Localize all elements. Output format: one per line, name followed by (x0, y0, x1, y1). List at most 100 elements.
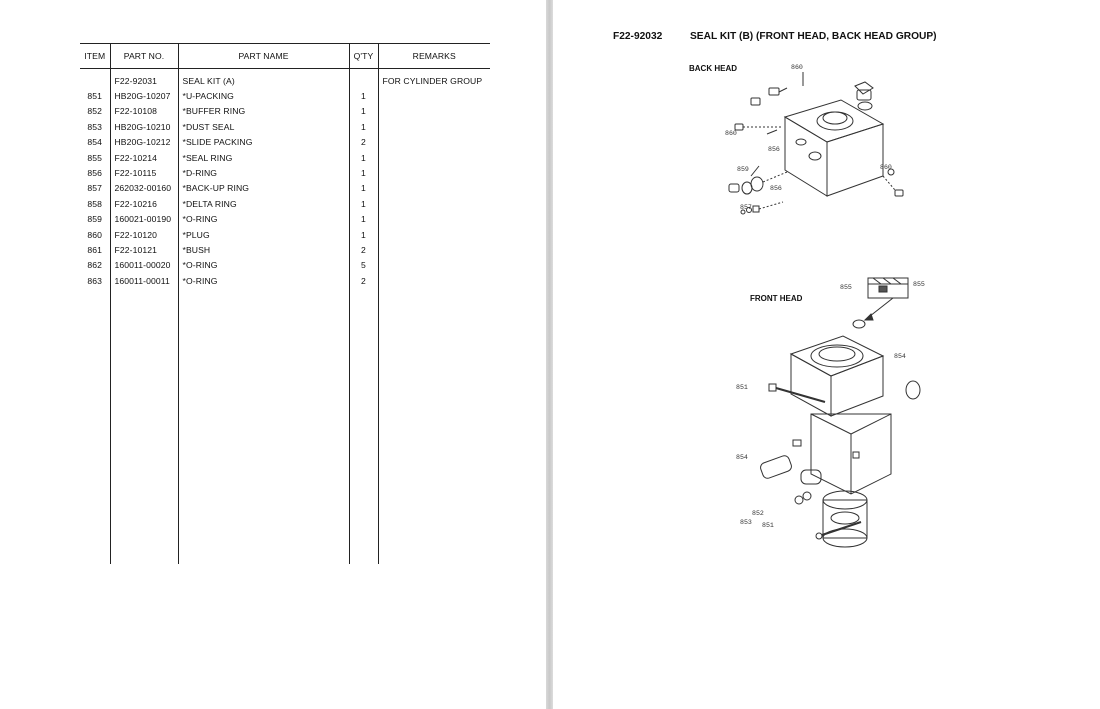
cell-part-no: 160011-00011 (109, 273, 178, 289)
cell-qty: 2 (348, 134, 378, 150)
cell-item: 852 (87, 106, 103, 117)
cell-item: 855 (87, 152, 103, 163)
cell-item: 860 (87, 229, 103, 240)
cell-remarks (377, 103, 490, 120)
callout-855-a: 855 (840, 284, 852, 291)
cell-remarks (377, 242, 490, 258)
cell-part-no: 160021-00190 (109, 211, 178, 227)
header-part-name: PART NAME (177, 43, 349, 69)
parts-table: ITEM PART NO. PART NAME Q'TY REMARKS F22… (80, 43, 490, 565)
cell-part-no: F22-92031 (109, 68, 178, 89)
cell-qty: 1 (348, 180, 378, 197)
cell-qty: 1 (348, 88, 378, 104)
cell-part-name: *BUSH (177, 242, 349, 258)
cell-remarks (377, 149, 490, 166)
cell-qty: 1 (348, 103, 378, 120)
header-remarks: REMARKS (377, 43, 490, 69)
blank-cell (109, 288, 178, 565)
diagram-page: F22-92032 SEAL KIT (B) (FRONT HEAD, BACK… (553, 0, 1100, 709)
cell-remarks (377, 257, 490, 274)
callout-854-a: 854 (894, 353, 906, 360)
header-qty: Q'TY (348, 43, 378, 69)
blank-cell (177, 288, 349, 565)
blank-cell (80, 288, 110, 564)
diagram-title: SEAL KIT (B) (FRONT HEAD, BACK HEAD GROU… (690, 31, 937, 42)
cell-item: 856 (87, 168, 103, 179)
cell-qty: 2 (348, 273, 378, 289)
cell-item (80, 69, 110, 89)
cell-part-no: HB20G-10210 (109, 119, 178, 135)
cell-qty: 1 (348, 226, 378, 243)
blank-cell (377, 288, 490, 565)
callout-856-a: 856 (768, 146, 780, 153)
diagram-code: F22-92032 (613, 31, 663, 42)
cell-part-name: *O-RING (177, 211, 349, 227)
header-part-no: PART NO. (109, 43, 178, 69)
back-head-drawing (728, 72, 904, 215)
cell-item: 857 (87, 183, 103, 194)
cell-part-no: 262032-00160 (109, 180, 178, 197)
cell-qty: 1 (348, 119, 378, 135)
cell-item: 859 (87, 214, 103, 225)
back-head-label: BACK HEAD (689, 64, 737, 73)
callout-855-b: 855 (913, 281, 925, 288)
cell-part-name: *U-PACKING (177, 88, 349, 104)
callout-859: 859 (737, 166, 749, 173)
cell-remarks (377, 196, 490, 212)
callout-860-c: 860 (880, 164, 892, 171)
cell-qty: 1 (348, 211, 378, 227)
cell-qty: 2 (348, 242, 378, 258)
callout-851-b: 851 (762, 522, 774, 529)
cell-qty: 1 (348, 149, 378, 166)
cell-qty: 1 (348, 196, 378, 212)
cell-remarks (377, 273, 490, 289)
cell-part-name: *DUST SEAL (177, 119, 349, 135)
callout-853: 853 (740, 519, 752, 526)
table-blank-rows (80, 288, 490, 565)
cell-item: 854 (87, 137, 103, 148)
cell-part-name: *D-RING (177, 165, 349, 181)
front-head-label: FRONT HEAD (750, 294, 803, 303)
page-gutter (546, 0, 553, 709)
cell-part-no: 160011-00020 (109, 257, 178, 274)
front-head-drawing (760, 277, 921, 548)
cell-remarks (377, 165, 490, 181)
cell-remarks (377, 134, 490, 150)
cell-part-name: *O-RING (177, 257, 349, 274)
cell-qty (348, 68, 378, 89)
cell-remarks (377, 180, 490, 197)
cell-part-no: F22-10108 (109, 103, 178, 120)
cell-part-no: F22-10115 (109, 165, 178, 181)
callout-856-b: 856 (770, 185, 782, 192)
cell-part-no: HB20G-10207 (109, 88, 178, 104)
cell-part-no: F22-10214 (109, 149, 178, 166)
cell-item: 862 (87, 260, 103, 271)
cell-part-name: SEAL KIT (A) (177, 68, 349, 89)
cell-remarks (377, 119, 490, 135)
cell-part-name: *O-RING (177, 273, 349, 289)
callout-860-b: 860 (725, 130, 737, 137)
cell-remarks (377, 211, 490, 227)
parts-list-page: ITEM PART NO. PART NAME Q'TY REMARKS F22… (0, 0, 546, 709)
cell-part-name: *PLUG (177, 226, 349, 243)
cell-item: 863 (87, 275, 103, 286)
cell-part-name: *SEAL RING (177, 149, 349, 166)
table-header-row: ITEM PART NO. PART NAME Q'TY REMARKS (80, 43, 490, 69)
callout-852: 852 (752, 510, 764, 517)
cell-remarks (377, 88, 490, 104)
cell-part-name: *SLIDE PACKING (177, 134, 349, 150)
